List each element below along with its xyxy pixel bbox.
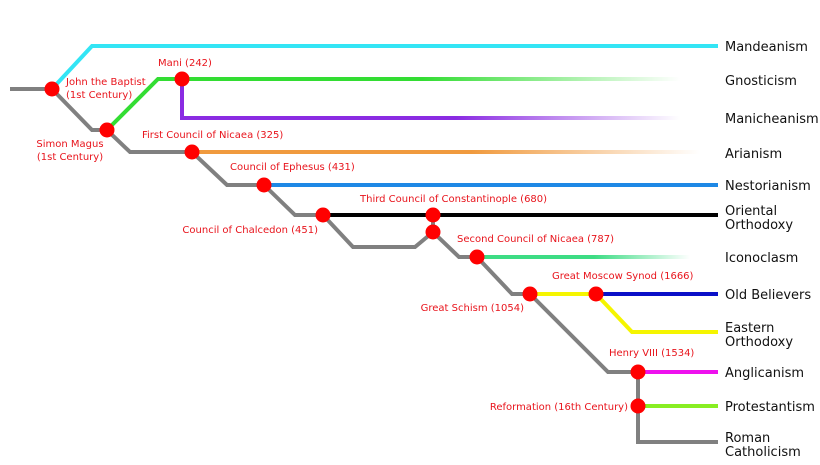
manicheanism-line [180, 79, 680, 120]
branch-label-eastern-line1: Eastern [725, 321, 774, 336]
schism-yellow-line [530, 292, 718, 334]
branch-label-arianism: Arianism [725, 147, 782, 162]
event-node-moscow [588, 286, 604, 302]
event-label-reformation: Reformation (16th Century) [490, 402, 628, 413]
event-node-schism [522, 286, 538, 302]
branch-label-mandeanism: Mandeanism [725, 40, 808, 55]
mandeanism-line [50, 44, 718, 91]
event-label-moscow: Great Moscow Synod (1666) [552, 271, 694, 282]
branch-label-eastern-line2: Orthodoxy [725, 335, 793, 350]
branch-label-roman-line1: Roman [725, 431, 770, 446]
event-node-reformation [630, 398, 646, 414]
event-label-simon-line2: (1st Century) [37, 152, 103, 163]
event-node-nicaea2b [425, 224, 441, 240]
branch-label-roman-line2: Catholicism [725, 445, 801, 460]
event-label-constantinople3: Third Council of Constantinople (680) [359, 194, 547, 205]
event-node-henry [630, 364, 646, 380]
event-node-simon [99, 122, 115, 138]
event-node-constantinople3 [425, 207, 441, 223]
event-node-chalcedon [315, 207, 331, 223]
event-node-nicaea2 [469, 249, 485, 265]
event-label-schism: Great Schism (1054) [421, 303, 524, 314]
event-label-chalcedon: Council of Chalcedon (451) [182, 225, 318, 236]
event-label-simon-line1: Simon Magus [36, 139, 103, 150]
event-node-mani [174, 71, 190, 87]
branch-label-protestantism: Protestantism [725, 400, 815, 415]
branch-label-anglicanism: Anglicanism [725, 366, 804, 381]
event-label-mani: Mani (242) [158, 58, 212, 69]
branch-label-gnosticism: Gnosticism [725, 74, 797, 89]
branch-label-oriental-line2: Orthodoxy [725, 218, 793, 233]
event-label-ephesus: Council of Ephesus (431) [230, 162, 355, 173]
event-label-john-line1: John the Baptist [65, 77, 146, 88]
branch-label-iconoclasm: Iconoclasm [725, 251, 798, 266]
event-label-henry: Henry VIII (1534) [609, 348, 694, 359]
branch-label-old_believers: Old Believers [725, 288, 811, 303]
event-label-nicaea1: First Council of Nicaea (325) [142, 130, 283, 141]
gnosticism-line [105, 77, 680, 132]
event-node-nicaea1 [184, 144, 200, 160]
event-label-john-line2: (1st Century) [66, 90, 132, 101]
event-label-nicaea2: Second Council of Nicaea (787) [457, 234, 614, 245]
trunk-line [10, 87, 718, 444]
event-node-ephesus [256, 177, 272, 193]
branch-label-oriental-line1: Oriental [725, 204, 777, 219]
branch-label-nestorianism: Nestorianism [725, 179, 811, 194]
branch-label-manicheanism: Manicheanism [725, 112, 819, 127]
event-node-john [44, 81, 60, 97]
